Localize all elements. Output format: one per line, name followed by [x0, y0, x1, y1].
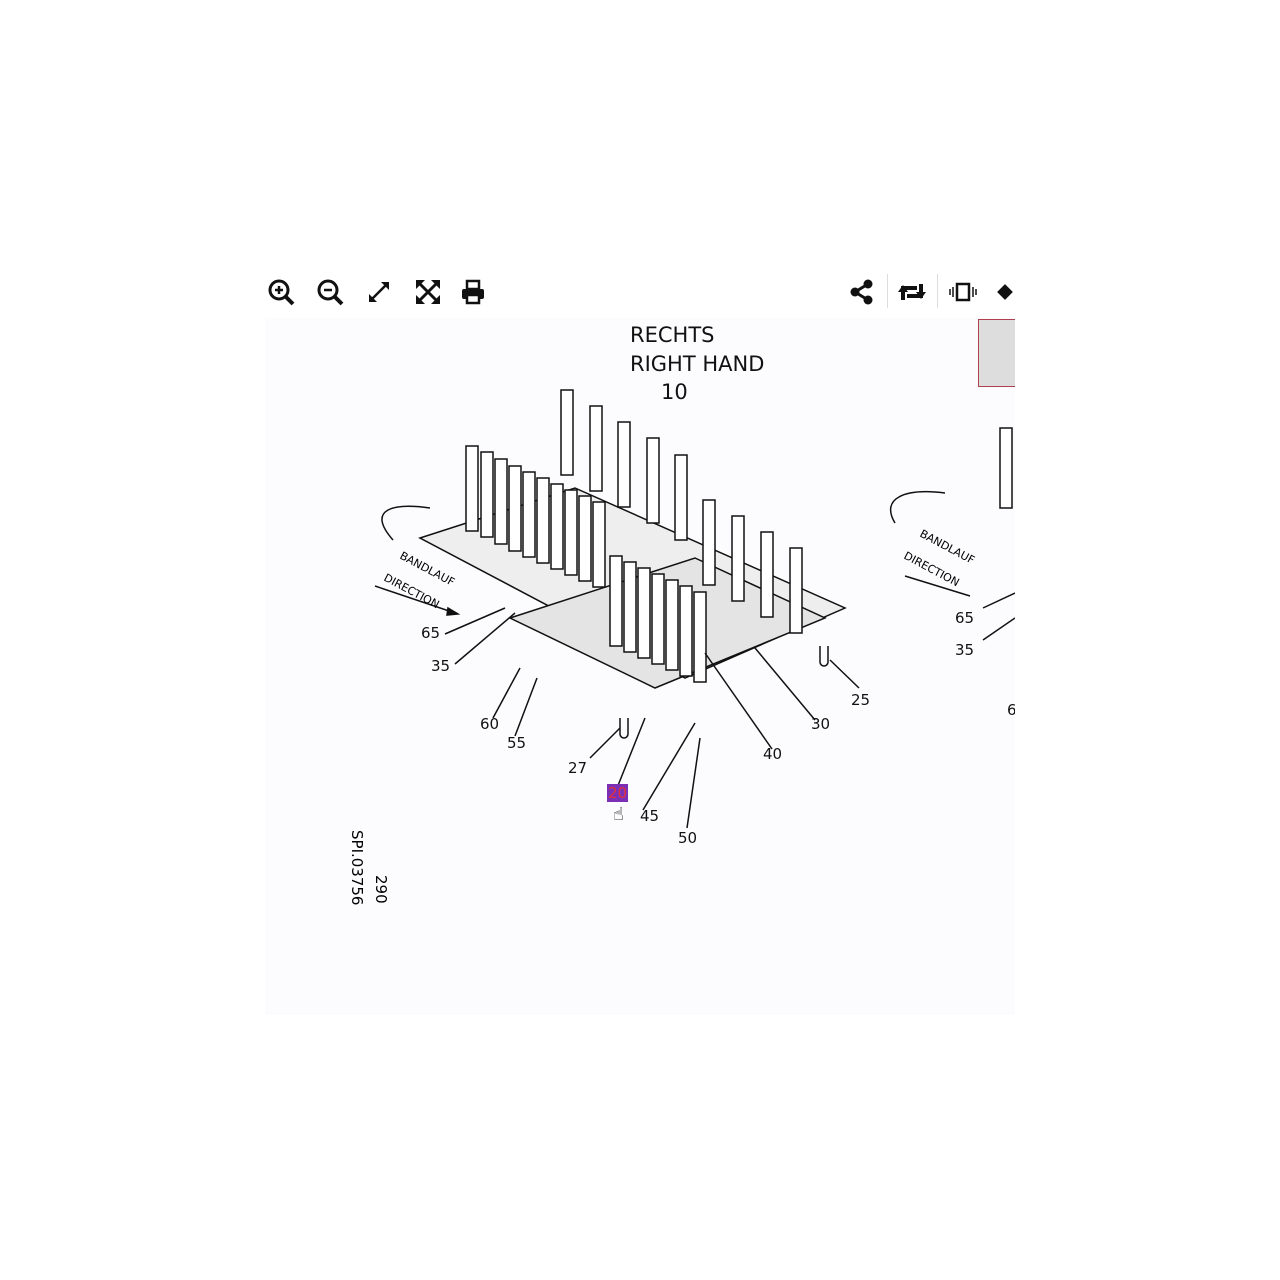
callout-35-view2[interactable]: 35: [955, 641, 975, 659]
callout-50[interactable]: 50: [678, 829, 698, 847]
drawing-canvas[interactable]: RECHTS RIGHT HAND 10: [265, 318, 1015, 1015]
slideshow-icon: [949, 282, 977, 302]
callout-25[interactable]: 25: [851, 691, 871, 709]
title-en: RIGHT HAND: [630, 352, 765, 376]
callout-65-view2[interactable]: 65: [955, 609, 975, 627]
slideshow-button[interactable]: [947, 276, 979, 308]
callout-40[interactable]: 40: [763, 745, 783, 763]
rotate-icon: [898, 284, 926, 300]
zoom-out-button[interactable]: [314, 276, 346, 308]
drawing-id: SPI.03756: [348, 830, 366, 906]
print-icon: [462, 279, 484, 305]
zoom-in-button[interactable]: [265, 276, 297, 308]
page-thumbnail[interactable]: [978, 319, 1015, 387]
expand-button[interactable]: [363, 276, 395, 308]
fit-screen-icon: [415, 279, 441, 305]
side-number: 290: [372, 875, 390, 904]
callout-60[interactable]: 60: [480, 715, 500, 733]
zoom-in-icon: [268, 279, 295, 306]
callout-65[interactable]: 65: [421, 624, 441, 642]
share-icon: [850, 279, 873, 305]
callout-35[interactable]: 35: [431, 657, 451, 675]
diamond-icon: [997, 284, 1013, 300]
expand-icon: [369, 282, 389, 302]
more-button[interactable]: [995, 276, 1015, 308]
print-button[interactable]: [457, 276, 489, 308]
callout-20-highlighted[interactable]: 20: [607, 784, 629, 802]
fit-screen-button[interactable]: [412, 276, 444, 308]
rotate-button[interactable]: [896, 276, 928, 308]
callout-55[interactable]: 55: [507, 734, 527, 752]
hand-cursor-icon: ☝: [613, 804, 624, 825]
title-de: RECHTS: [630, 323, 715, 347]
callout-45[interactable]: 45: [640, 807, 660, 825]
title-number: 10: [661, 380, 688, 404]
toolbar: [265, 270, 1015, 314]
callout-27[interactable]: 27: [568, 759, 588, 777]
callout-6-view2[interactable]: 6: [1007, 701, 1015, 719]
zoom-out-icon: [317, 279, 344, 306]
parts-viewer: RECHTS RIGHT HAND 10: [265, 270, 1015, 1015]
assembly-drawing: BANDLAUF DIRECTION BANDLAUF DIRECTION: [374, 389, 1015, 829]
callout-30[interactable]: 30: [811, 715, 831, 733]
share-button[interactable]: [846, 276, 878, 308]
